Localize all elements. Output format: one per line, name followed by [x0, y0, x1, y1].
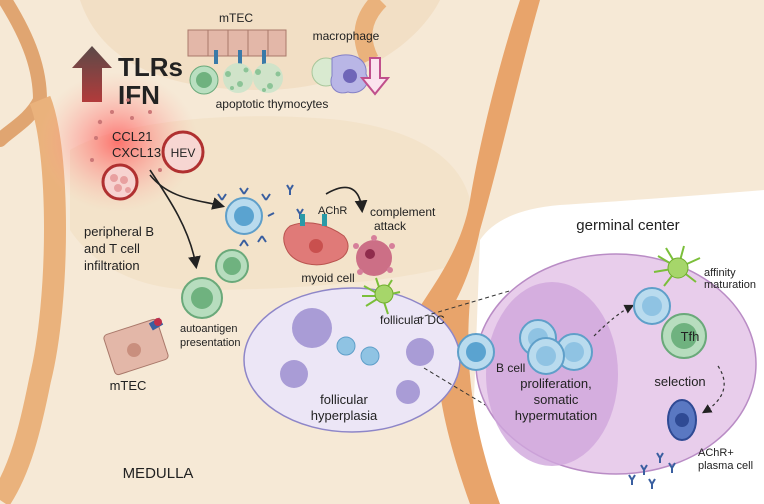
- plasma-label-1: AChR+: [698, 447, 734, 459]
- macrophage-cell: [311, 54, 368, 94]
- mtec-cells-top: [187, 29, 287, 64]
- b-cell-gc-entry: [457, 333, 495, 371]
- gc-dendritic-cell: [653, 245, 701, 287]
- complement-attack-cell: [353, 235, 395, 276]
- arrow-to-affinity: [593, 304, 635, 337]
- autoantigen-label-1: autoantigen: [180, 323, 238, 335]
- mtec-top-label: mTEC: [219, 11, 253, 25]
- hev-label: HEV: [171, 146, 196, 160]
- increase-arrow-icon: [72, 46, 112, 102]
- b-cell-label: B cell: [496, 361, 525, 375]
- blood-vessel-icon: [101, 163, 139, 201]
- macrophage-label: macrophage: [313, 29, 380, 43]
- antigen-presenting-mtec: [103, 317, 169, 376]
- inflammation-glow: [38, 72, 198, 212]
- arrow-to-complement: [325, 186, 368, 214]
- b-cell-affinity: [633, 287, 671, 325]
- tfh-cell: [661, 313, 707, 359]
- hyperplasia-label-2: hyperplasia: [311, 408, 378, 423]
- myoid-label: myoid cell: [301, 271, 354, 285]
- arrow-to-plasma: [701, 365, 725, 414]
- proliferation-label-3: hypermutation: [515, 408, 597, 423]
- hev-vessel: HEV: [161, 130, 205, 174]
- mtec-bottom-label: mTEC: [110, 378, 147, 393]
- arrow-to-bcell: [149, 174, 226, 210]
- plasma-label-2: plasma cell: [698, 460, 753, 472]
- tlrs-label: TLRs: [118, 52, 183, 82]
- proliferating-b-cells: [519, 319, 593, 375]
- cxcl13-label: CXCL13: [112, 145, 161, 160]
- selection-label: selection: [654, 374, 705, 389]
- plasma-cell: [667, 399, 697, 441]
- t-cells-infiltrating: [181, 249, 249, 319]
- gc-dendritic-body: [667, 257, 689, 279]
- complement-label-2: attack: [374, 219, 407, 233]
- proliferation-label-1: proliferation,: [520, 376, 592, 391]
- b-cell-with-antibodies: [217, 187, 275, 247]
- chemokine-dots: [90, 98, 162, 172]
- germinal-center-label: germinal center: [576, 217, 679, 234]
- myoid-cell: [283, 214, 349, 266]
- follicular-dc-body: [374, 284, 394, 304]
- hyperplasia-label-1: follicular: [320, 392, 368, 407]
- infiltration-label-2: and T cell: [84, 241, 140, 256]
- medulla-label: MEDULLA: [123, 465, 194, 482]
- affinity-label-1: affinity: [704, 267, 736, 279]
- apoptotic-label: apoptotic thymocytes: [216, 97, 329, 111]
- apoptotic-thymocytes: [189, 63, 283, 95]
- ifn-label: IFN: [118, 80, 160, 110]
- autoantigen-label-2: presentation: [180, 337, 241, 349]
- ccl21-label: CCL21: [112, 129, 152, 144]
- follicle: [243, 287, 461, 433]
- complement-label-1: complement: [370, 205, 436, 219]
- zoom-line-top: [417, 275, 561, 319]
- arrow-to-infiltration: [149, 169, 201, 270]
- infiltration-label-1: peripheral B: [84, 224, 154, 239]
- follicular-dc-label: follicular DC: [380, 313, 445, 327]
- decrease-arrow-icon: [359, 57, 391, 96]
- secreted-antibodies: [628, 452, 676, 489]
- tfh-label: Tfh: [681, 329, 700, 344]
- infiltration-label-3: infiltration: [84, 258, 140, 273]
- affinity-label-2: maturation: [704, 279, 756, 291]
- lobe-left-edge: [0, 0, 48, 147]
- proliferation-label-2: somatic: [534, 392, 579, 407]
